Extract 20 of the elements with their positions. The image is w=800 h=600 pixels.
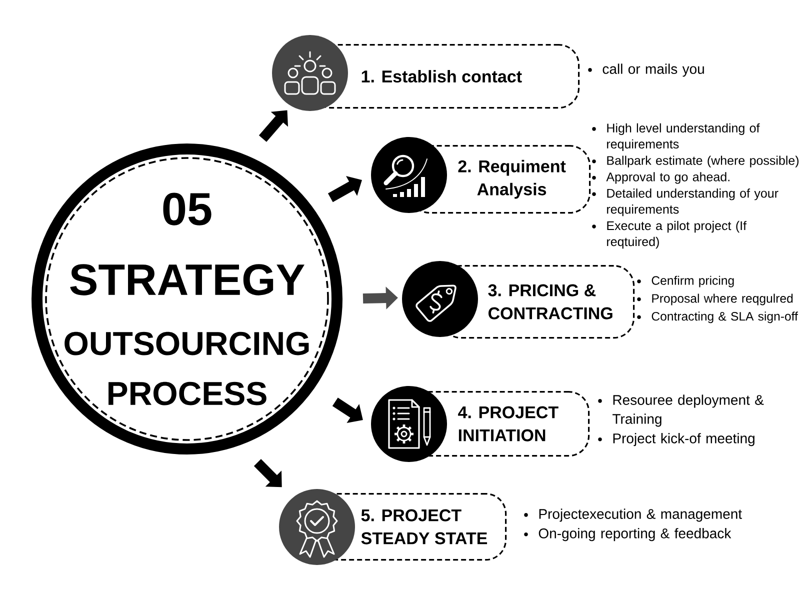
- list-item: Approval to go ahead.: [606, 172, 730, 184]
- document-gear-icon: [371, 386, 447, 462]
- list-item: On-going reporting & feedback: [538, 528, 732, 542]
- magnifier-chart-icon: [371, 137, 447, 213]
- list-item: Project kick-of meeting: [613, 433, 754, 446]
- arrow: [328, 176, 362, 202]
- award-badge-icon: [279, 489, 355, 565]
- list-item: Cenfirm pricing: [652, 276, 734, 288]
- list-item: Proposal where reqgulred: [652, 294, 793, 306]
- list-item: High level understanding of requirements: [607, 123, 760, 151]
- list-item: Projectexecution & management: [539, 508, 742, 522]
- list-item: Execute a pilot project (If reqtuired): [607, 220, 747, 249]
- list-item: Resouree deployment & Training: [612, 394, 764, 427]
- list-item: Detailed understanding of your requirements: [607, 188, 778, 216]
- people-icon: [272, 35, 348, 111]
- list-item: call or mails you: [602, 64, 704, 77]
- list-item: Contracting & SLA sign-off: [652, 312, 798, 324]
- list-item: Ballpark estimate (where possible): [607, 156, 799, 168]
- price-tag-icon: [402, 261, 478, 337]
- arrow: [254, 459, 282, 488]
